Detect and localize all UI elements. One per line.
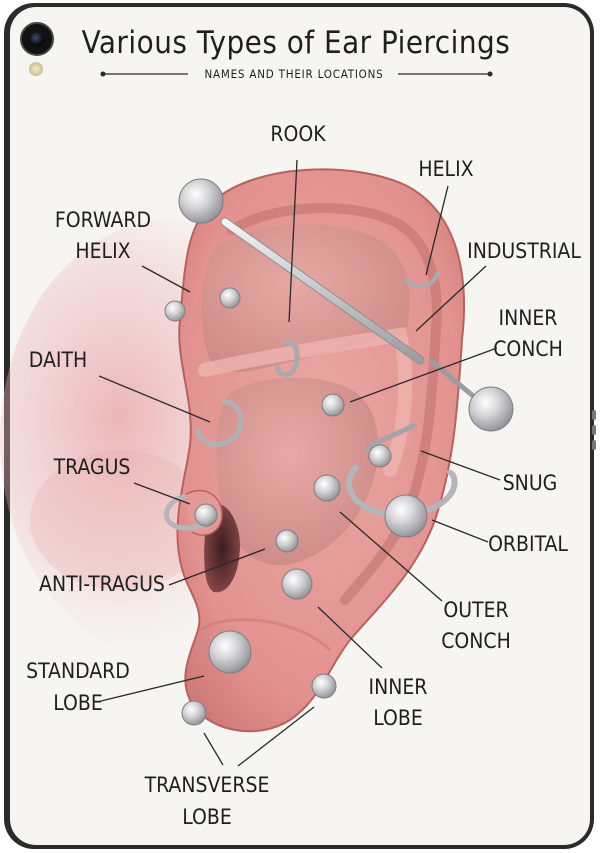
label-forward-helix: HELIX — [75, 239, 130, 263]
concha-bowl — [216, 377, 379, 566]
inner-conch-leader — [349, 347, 498, 403]
tragus-ring — [164, 493, 219, 531]
label-transverse-lobe: TRANSVERSE — [144, 773, 270, 797]
helix-ring — [403, 271, 440, 289]
label-outer-conch: OUTER — [443, 598, 508, 622]
flash-icon — [29, 62, 43, 76]
label-inner-lobe: INNER — [369, 675, 428, 699]
camera-icon — [20, 22, 54, 56]
label-transverse-lobe: LOBE — [182, 805, 232, 829]
standard-lobe-leader — [100, 675, 205, 702]
snug-jewelry — [363, 421, 418, 468]
label-inner-conch: CONCH — [493, 337, 563, 361]
label-snug: SNUG — [503, 471, 558, 495]
rook-leader — [288, 159, 298, 323]
label-forward-helix: FORWARD — [55, 208, 151, 232]
label-outer-conch: CONCH — [441, 629, 511, 653]
transverse-lobe-stud — [181, 700, 207, 726]
snug-leader — [420, 450, 501, 481]
outer-conch-leader — [339, 511, 443, 602]
leader-lines — [98, 159, 501, 767]
side-button — [592, 440, 596, 450]
label-rook: ROOK — [270, 122, 326, 146]
helix-leader — [425, 185, 449, 276]
forward-helix-leader — [141, 265, 191, 293]
page-subtitle: NAMES AND THEIR LOCATIONS — [204, 67, 383, 81]
label-inner-conch: INNER — [499, 306, 558, 330]
transverse-lobe-leader — [237, 706, 315, 767]
label-daith: DAITH — [29, 348, 87, 372]
label-helix: HELIX — [418, 157, 473, 181]
page-title: Various Types of Ear Piercings — [82, 25, 511, 61]
daith-ring — [195, 399, 244, 447]
label-tragus: TRAGUS — [53, 455, 131, 479]
label-industrial: INDUSTRIAL — [467, 239, 581, 263]
anti-tragus-leader — [168, 548, 266, 586]
forward-helix-stud — [219, 287, 241, 309]
orbital-ring — [345, 463, 458, 538]
daith-leader — [98, 375, 211, 423]
inner-lobe-leader — [317, 606, 383, 669]
side-button — [592, 410, 596, 420]
label-standard-lobe: STANDARD — [26, 659, 130, 683]
orbital-leader — [431, 519, 489, 543]
lobe-shade — [199, 618, 332, 652]
label-inner-lobe: LOBE — [373, 706, 423, 730]
inner-conch-barbell — [321, 358, 514, 432]
rule-dot — [100, 71, 106, 77]
rook-ring — [275, 340, 300, 377]
industrial-barbell — [178, 178, 425, 365]
standard-lobe-stud — [208, 630, 252, 674]
outer-conch-stud — [313, 474, 341, 502]
tragus-leader — [133, 482, 191, 505]
transverse-lobe-leader — [203, 732, 224, 766]
label-anti-tragus: ANTI-TRAGUS — [39, 572, 165, 596]
anti-tragus-stud — [275, 529, 299, 553]
forward-helix-stud — [164, 300, 186, 322]
industrial-leader — [415, 265, 487, 332]
transverse-lobe-stud — [311, 673, 337, 699]
label-orbital: ORBITAL — [488, 532, 568, 556]
rule-dot — [487, 71, 493, 77]
watercolor-wash — [30, 450, 210, 590]
label-standard-lobe: LOBE — [53, 691, 103, 715]
side-button — [592, 425, 596, 435]
inner-lobe-stud — [281, 568, 313, 600]
